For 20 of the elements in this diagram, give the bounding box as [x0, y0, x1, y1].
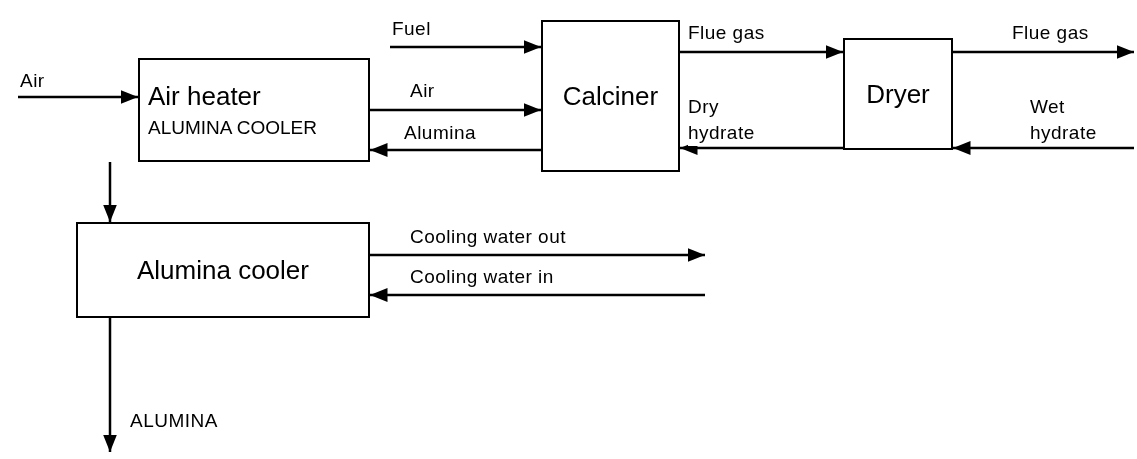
arrow	[370, 103, 541, 117]
arrow	[370, 143, 541, 157]
arrow	[953, 141, 1134, 155]
arrow	[370, 288, 705, 302]
arrow	[103, 162, 117, 222]
process-box	[843, 38, 953, 150]
box-label: Calciner	[562, 79, 659, 113]
arrow	[103, 318, 117, 452]
process-box	[541, 20, 680, 172]
box-label: Alumina cooler	[137, 253, 309, 287]
arrow	[953, 45, 1134, 59]
process-box	[138, 58, 370, 162]
box-label: Air heater	[148, 79, 262, 113]
arrow	[370, 248, 705, 262]
process-box	[76, 222, 370, 318]
arrow	[680, 45, 843, 59]
arrow	[390, 40, 541, 54]
arrow	[18, 90, 138, 104]
box-label: ALUMINA COOLER	[148, 116, 318, 141]
box-label: Dryer	[866, 77, 930, 111]
